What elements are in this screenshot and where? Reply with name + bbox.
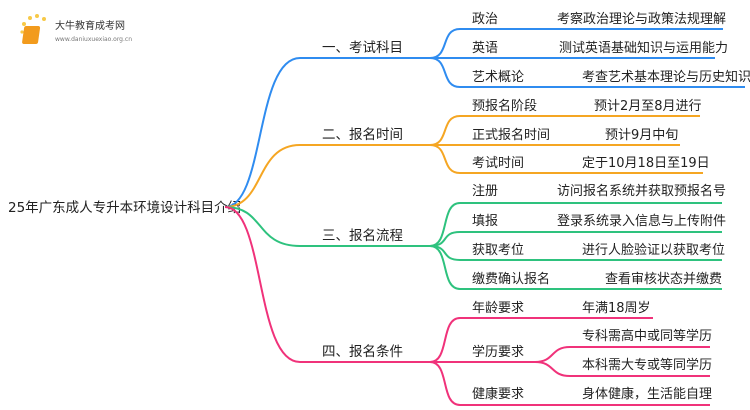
node-detail: 进行人脸验证以获取考位 <box>582 242 725 258</box>
node-detail: 考察政治理论与政策法规理解 <box>557 11 726 27</box>
node-label: 健康要求 <box>472 386 524 402</box>
node-label: 考试时间 <box>472 156 524 171</box>
logo-name: 大牛教育成考网 <box>55 19 125 32</box>
node-detail: 测试英语基础知识与运用能力 <box>559 40 728 56</box>
node-label: 政治 <box>472 12 498 27</box>
branch-registration-time: 二、报名时间 <box>322 127 403 143</box>
logo-url: www.daniuxuexiao.org.cn <box>55 36 132 43</box>
root-topic: 25年广东成人专升本环境设计科目介绍 <box>8 200 241 216</box>
book-icon <box>20 14 46 44</box>
node-detail: 查看审核状态并缴费 <box>605 271 722 287</box>
node-detail: 预计2月至8月进行 <box>594 99 702 114</box>
node-label: 学历要求 <box>472 344 524 360</box>
node-label: 预报名阶段 <box>472 98 537 114</box>
node-label: 艺术概论 <box>472 70 524 85</box>
logo: 大牛教育成考网 www.daniuxuexiao.org.cn <box>20 14 132 44</box>
node-detail: 身体健康，生活能自理 <box>582 386 712 402</box>
branch-registration-process: 三、报名流程 <box>322 228 403 244</box>
node-detail: 登录系统录入信息与上传附件 <box>557 213 726 229</box>
branch-registration-conditions: 四、报名条件 <box>322 343 403 360</box>
node-detail: 专科需高中或同等学历 <box>582 328 712 344</box>
node-label: 填报 <box>472 214 498 229</box>
node-detail: 年满18周岁 <box>582 301 651 316</box>
node-detail: 访问报名系统并获取预报名号 <box>557 183 726 199</box>
node-label: 缴费确认报名 <box>472 271 550 287</box>
node-label: 注册 <box>472 184 498 199</box>
node-label: 获取考位 <box>472 243 524 258</box>
node-detail: 考查艺术基本理论与历史知识 <box>582 69 750 85</box>
node-detail: 预计9月中旬 <box>605 128 678 143</box>
node-detail: 定于10月18日至19日 <box>582 156 710 171</box>
branch-exam-subjects: 一、考试科目 <box>322 40 403 56</box>
node-label: 正式报名时间 <box>472 127 550 143</box>
node-detail: 本科需大专或等同学历 <box>582 357 712 373</box>
node-label: 年龄要求 <box>472 301 524 316</box>
node-label: 英语 <box>472 41 498 56</box>
